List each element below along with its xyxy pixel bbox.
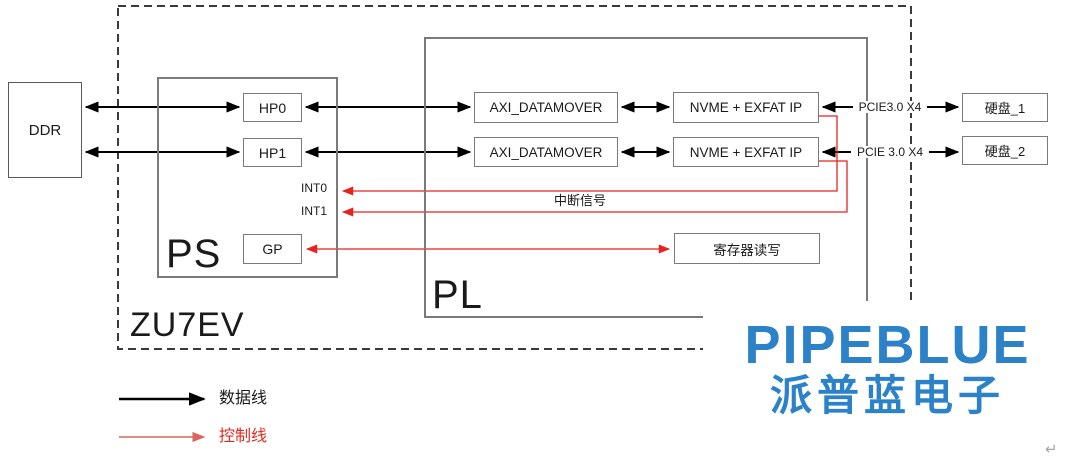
ctrl-nvme1-int0 [341, 115, 838, 196]
hp0-label: HP0 [258, 99, 287, 116]
zu7ev-dashed-boundary [117, 5, 912, 350]
disk-1-label: 硬盘_1 [984, 101, 1026, 116]
register-rw-label: 寄存器读写 [713, 242, 781, 258]
int0-label: INT0 [300, 181, 327, 195]
int1-label: INT1 [300, 204, 327, 218]
axi-datamover-2-block: AXI_DATAMOVER [474, 137, 618, 167]
pcie-label-2: PCIE 3.0 X4 [851, 146, 929, 158]
register-rw-block: 寄存器读写 [674, 233, 820, 264]
interrupt-signal-label: 中断信号 [553, 193, 606, 208]
legend-control-line-label: 控制线 [219, 428, 268, 445]
ddr-label: DDR [28, 121, 62, 139]
legend-data-line-label: 数据线 [219, 390, 268, 407]
control-line-arrows [305, 115, 848, 254]
gp-port: GP [243, 234, 302, 264]
pl-label: PL [432, 273, 483, 317]
ddr-block: DDR [8, 82, 82, 178]
return-mark-icon: ↵ [1045, 441, 1058, 458]
ctrl-nvme2-int1 [341, 160, 848, 217]
nvme-exfat-1-label: NVME + EXFAT IP [689, 100, 803, 115]
nvme-exfat-1-block: NVME + EXFAT IP [673, 92, 819, 123]
nvme-exfat-2-block: NVME + EXFAT IP [673, 137, 819, 167]
disk-2-label: 硬盘_2 [984, 144, 1026, 159]
pl-block [424, 37, 868, 318]
hp0-port: HP0 [243, 93, 302, 122]
gp-label: GP [262, 241, 283, 257]
pipeblue-logo-subtitle: 派普蓝电子 [769, 371, 1005, 419]
ps-block [157, 77, 338, 278]
nvme-exfat-2-label: NVME + EXFAT IP [689, 144, 803, 160]
hp1-label: HP1 [258, 144, 287, 161]
zu7ev-label: ZU7EV [130, 306, 245, 344]
disk-2-block: 硬盘_2 [962, 136, 1048, 165]
pcie-label-1: PCIE3.0 X4 [853, 101, 927, 113]
hp1-port: HP1 [243, 138, 302, 167]
disk-1-block: 硬盘_1 [962, 93, 1048, 122]
axi-datamover-1-label: AXI_DATAMOVER [489, 100, 603, 115]
ps-label: PS [166, 232, 222, 276]
axi-datamover-2-label: AXI_DATAMOVER [489, 144, 603, 160]
axi-datamover-1-block: AXI_DATAMOVER [474, 92, 618, 123]
pipeblue-logo: PIPEBLUE 派普蓝电子 [703, 301, 1072, 437]
pipeblue-logo-title: PIPEBLUE [744, 314, 1031, 375]
